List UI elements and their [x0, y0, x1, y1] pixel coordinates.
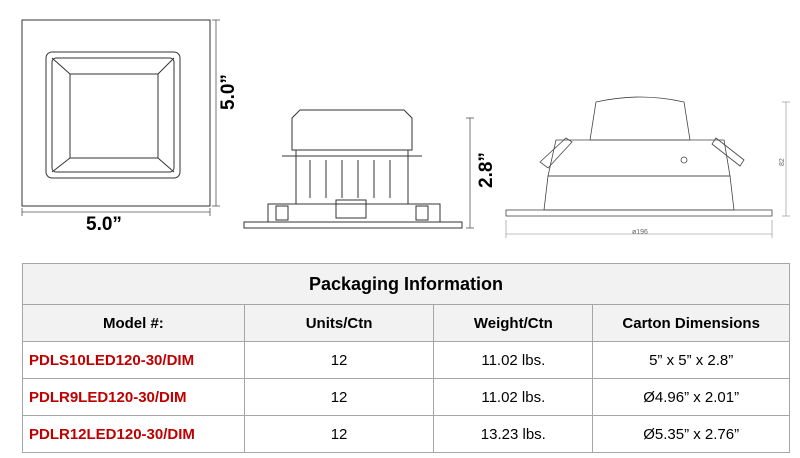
header-units: Units/Ctn — [243, 304, 435, 342]
square-width-label: 5.0” — [86, 214, 122, 235]
model-cell: PDLR12LED120-30/DIM — [22, 415, 245, 453]
packaging-table: Packaging Information Model #: Units/Ctn… — [22, 263, 790, 453]
technical-drawings: 5.0” 5.0” 2.8” ø196 82 — [21, 19, 790, 238]
table-header-row: Model #: Units/Ctn Weight/Ctn Carton Dim… — [22, 304, 790, 342]
units-cell: 12 — [243, 415, 435, 453]
drawings-svg — [21, 19, 790, 238]
side-height-label: 2.8” — [476, 152, 497, 188]
square-trim-front-view — [21, 19, 211, 207]
table-title: Packaging Information — [22, 263, 790, 305]
weight-cell: 13.23 lbs. — [433, 415, 594, 453]
weight-cell: 11.02 lbs. — [433, 378, 594, 416]
round-height-label: 82 — [779, 158, 786, 166]
table-row: PDLR12LED120-30/DIM 12 13.23 lbs. Ø5.35”… — [22, 415, 790, 453]
dimensions-cell: Ø5.35” x 2.76” — [592, 415, 790, 453]
table-title-row: Packaging Information — [22, 263, 790, 305]
units-cell: 12 — [243, 341, 435, 379]
units-cell: 12 — [243, 378, 435, 416]
model-cell: PDLR9LED120-30/DIM — [22, 378, 245, 416]
square-height-label: 5.0” — [218, 74, 239, 110]
header-model: Model #: — [22, 304, 245, 342]
table-row: PDLR9LED120-30/DIM 12 11.02 lbs. Ø4.96” … — [22, 378, 790, 416]
dimensions-cell: Ø4.96” x 2.01” — [592, 378, 790, 416]
header-weight: Weight/Ctn — [433, 304, 594, 342]
round-diameter-label: ø196 — [632, 229, 648, 236]
table-row: PDLS10LED120-30/DIM 12 11.02 lbs. 5” x 5… — [22, 341, 790, 379]
square-side-view — [243, 109, 463, 229]
weight-cell: 11.02 lbs. — [433, 341, 594, 379]
header-dimensions: Carton Dimensions — [592, 304, 790, 342]
side-dimension-lines — [466, 117, 474, 229]
dimensions-cell: 5” x 5” x 2.8” — [592, 341, 790, 379]
model-cell: PDLS10LED120-30/DIM — [22, 341, 245, 379]
square-dimension-lines — [21, 19, 220, 216]
round-side-view — [505, 96, 773, 217]
round-dimension-lines — [505, 101, 790, 238]
